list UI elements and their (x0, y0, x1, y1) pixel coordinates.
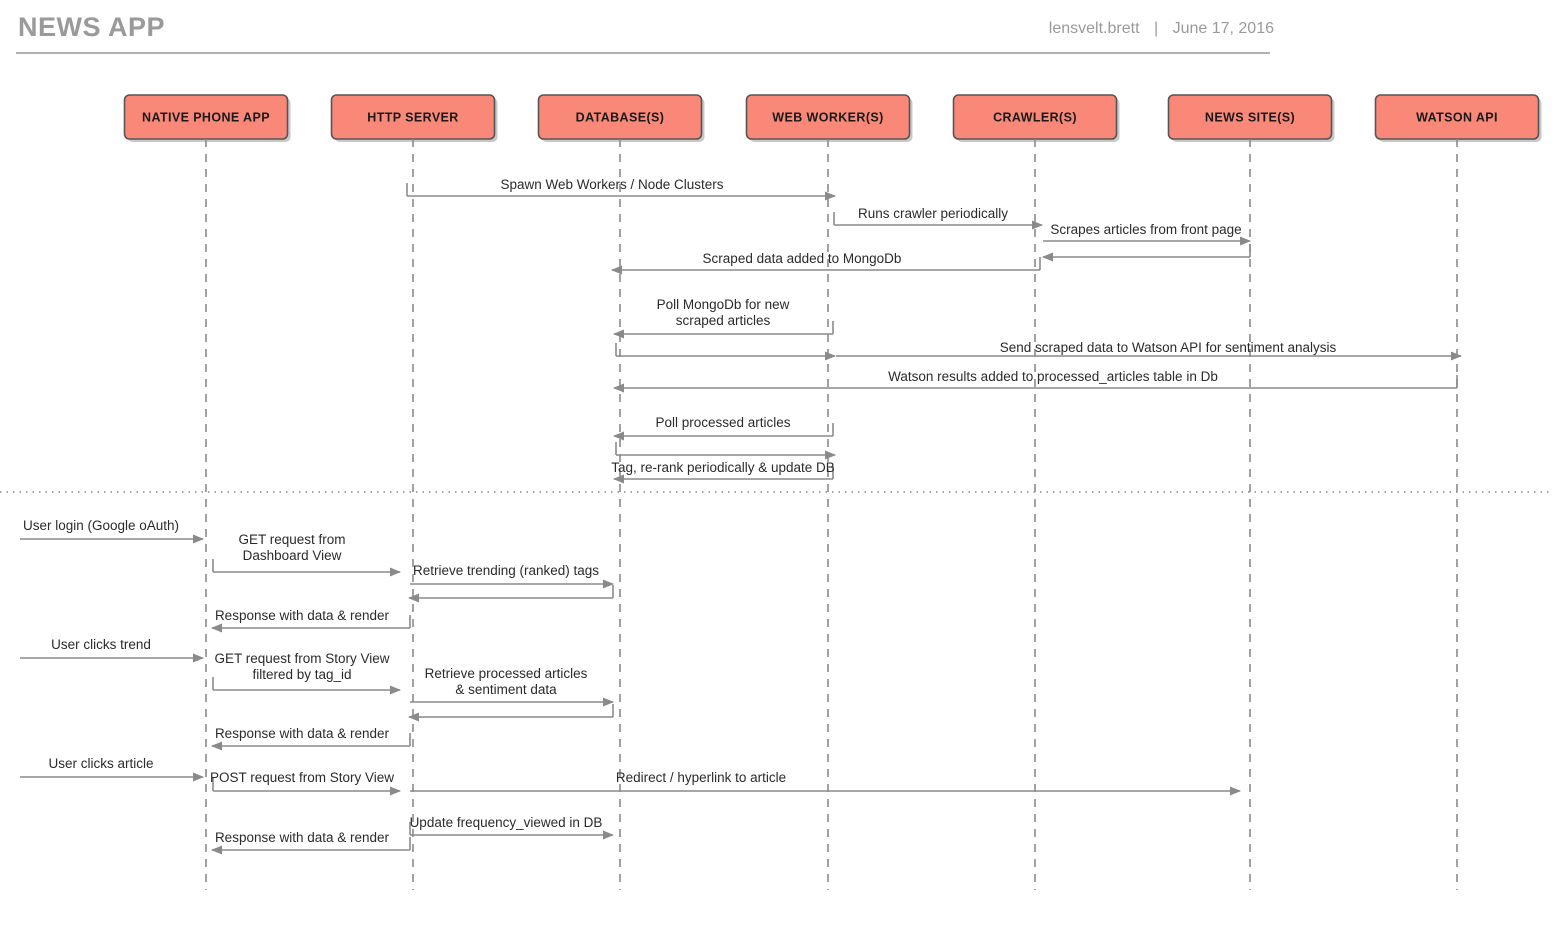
message-m5[interactable]: Scraped data added to MongoDb (611, 251, 1041, 275)
message-label: Send scraped data to Watson API for sent… (1000, 340, 1337, 355)
message-m26[interactable]: Update frequency_viewed in DB (409, 815, 614, 840)
lifeline-watson[interactable]: WATSON API (1374, 94, 1542, 890)
page-header: NEWS APP lensvelt.brett | June 17, 2016 (0, 0, 1552, 62)
message-m4[interactable] (1042, 244, 1251, 262)
actor-label: NEWS SITE(S) (1205, 111, 1295, 125)
message-label: Tag, re-rank periodically & update DB (611, 460, 835, 475)
message-label: POST request from Story View (210, 770, 394, 785)
lifelines-group: NATIVE PHONE APP HTTP SERVER DATABASE(S) WE… (123, 94, 1542, 890)
message-label-line2: scraped articles (676, 313, 771, 328)
message-m12[interactable]: Tag, re-rank periodically & update DB (611, 460, 835, 484)
message-label: Poll MongoDb for new (657, 297, 790, 312)
message-m18[interactable]: User clicks trend (20, 637, 204, 663)
message-m25[interactable]: Redirect / hyperlink to article (410, 770, 1241, 796)
message-m3[interactable]: Scrapes articles from front page (1043, 222, 1251, 246)
message-label: Response with data & render (215, 830, 390, 845)
lifeline-db[interactable]: DATABASE(S) (537, 94, 705, 890)
message-label-line2: filtered by tag_id (252, 667, 351, 682)
message-m2[interactable]: Runs crawler periodically (833, 206, 1043, 230)
message-label: Scraped data added to MongoDb (703, 251, 902, 266)
actor-label: CRAWLER(S) (993, 111, 1077, 125)
message-label: Response with data & render (215, 608, 390, 623)
actor-label: HTTP SERVER (367, 111, 458, 125)
message-label: Response with data & render (215, 726, 390, 741)
lifeline-http[interactable]: HTTP SERVER (330, 94, 498, 890)
message-label: Runs crawler periodically (858, 206, 1008, 221)
message-m8[interactable]: Send scraped data to Watson API for sent… (836, 340, 1462, 361)
message-label: Scrapes articles from front page (1050, 222, 1241, 237)
message-label: User clicks article (48, 756, 153, 771)
message-label: Spawn Web Workers / Node Clusters (500, 177, 723, 192)
lifeline-worker[interactable]: WEB WORKER(S) (745, 94, 913, 890)
lifeline-phone[interactable]: NATIVE PHONE APP (123, 94, 291, 890)
message-m24[interactable]: POST request from Story View (210, 770, 401, 796)
actor-label: WEB WORKER(S) (772, 111, 883, 125)
message-label: Retrieve processed articles (425, 666, 588, 681)
header-meta: lensvelt.brett | June 17, 2016 (1049, 20, 1274, 38)
message-label: Retrieve trending (ranked) tags (413, 563, 599, 578)
message-m21[interactable] (408, 704, 614, 722)
message-label: User login (Google oAuth) (23, 518, 179, 533)
lifeline-crawl[interactable]: CRAWLER(S) (952, 94, 1120, 890)
message-m27[interactable]: Response with data & render (211, 830, 411, 855)
lifeline-news[interactable]: NEWS SITE(S) (1167, 94, 1335, 890)
header-rule (16, 52, 1270, 54)
actor-label: NATIVE PHONE APP (142, 111, 270, 125)
message-m10[interactable]: Poll processed articles (613, 415, 834, 441)
message-m9[interactable]: Watson results added to processed_articl… (613, 369, 1458, 393)
message-label: GET request from Story View (214, 651, 389, 666)
message-m1[interactable]: Spawn Web Workers / Node Clusters (406, 177, 836, 201)
message-label-line2: Dashboard View (243, 548, 342, 563)
message-label-line2: & sentiment data (455, 682, 557, 697)
message-label: Redirect / hyperlink to article (616, 770, 786, 785)
message-m7[interactable] (615, 343, 836, 361)
message-m13[interactable]: User login (Google oAuth) (20, 518, 204, 544)
message-m22[interactable]: Response with data & render (211, 726, 411, 751)
message-m17[interactable]: Response with data & render (211, 608, 411, 633)
actor-label: WATSON API (1416, 111, 1498, 125)
header-author: lensvelt.brett (1048, 20, 1140, 37)
header-separator: | (1153, 20, 1159, 37)
message-label: Poll processed articles (655, 415, 790, 430)
message-label: Watson results added to processed_articl… (888, 369, 1218, 384)
message-label: User clicks trend (51, 637, 151, 652)
header-date: June 17, 2016 (1172, 20, 1274, 37)
message-m23[interactable]: User clicks article (20, 756, 204, 782)
message-label: Update frequency_viewed in DB (410, 815, 603, 830)
message-label: GET request from (238, 532, 345, 547)
message-m16[interactable] (408, 585, 614, 603)
message-m11[interactable] (615, 442, 836, 460)
message-m15[interactable]: Retrieve trending (ranked) tags (410, 563, 614, 589)
message-m20[interactable]: Retrieve processed articles& sentiment d… (410, 666, 614, 707)
page-title: NEWS APP (18, 12, 166, 42)
actor-label: DATABASE(S) (576, 111, 665, 125)
